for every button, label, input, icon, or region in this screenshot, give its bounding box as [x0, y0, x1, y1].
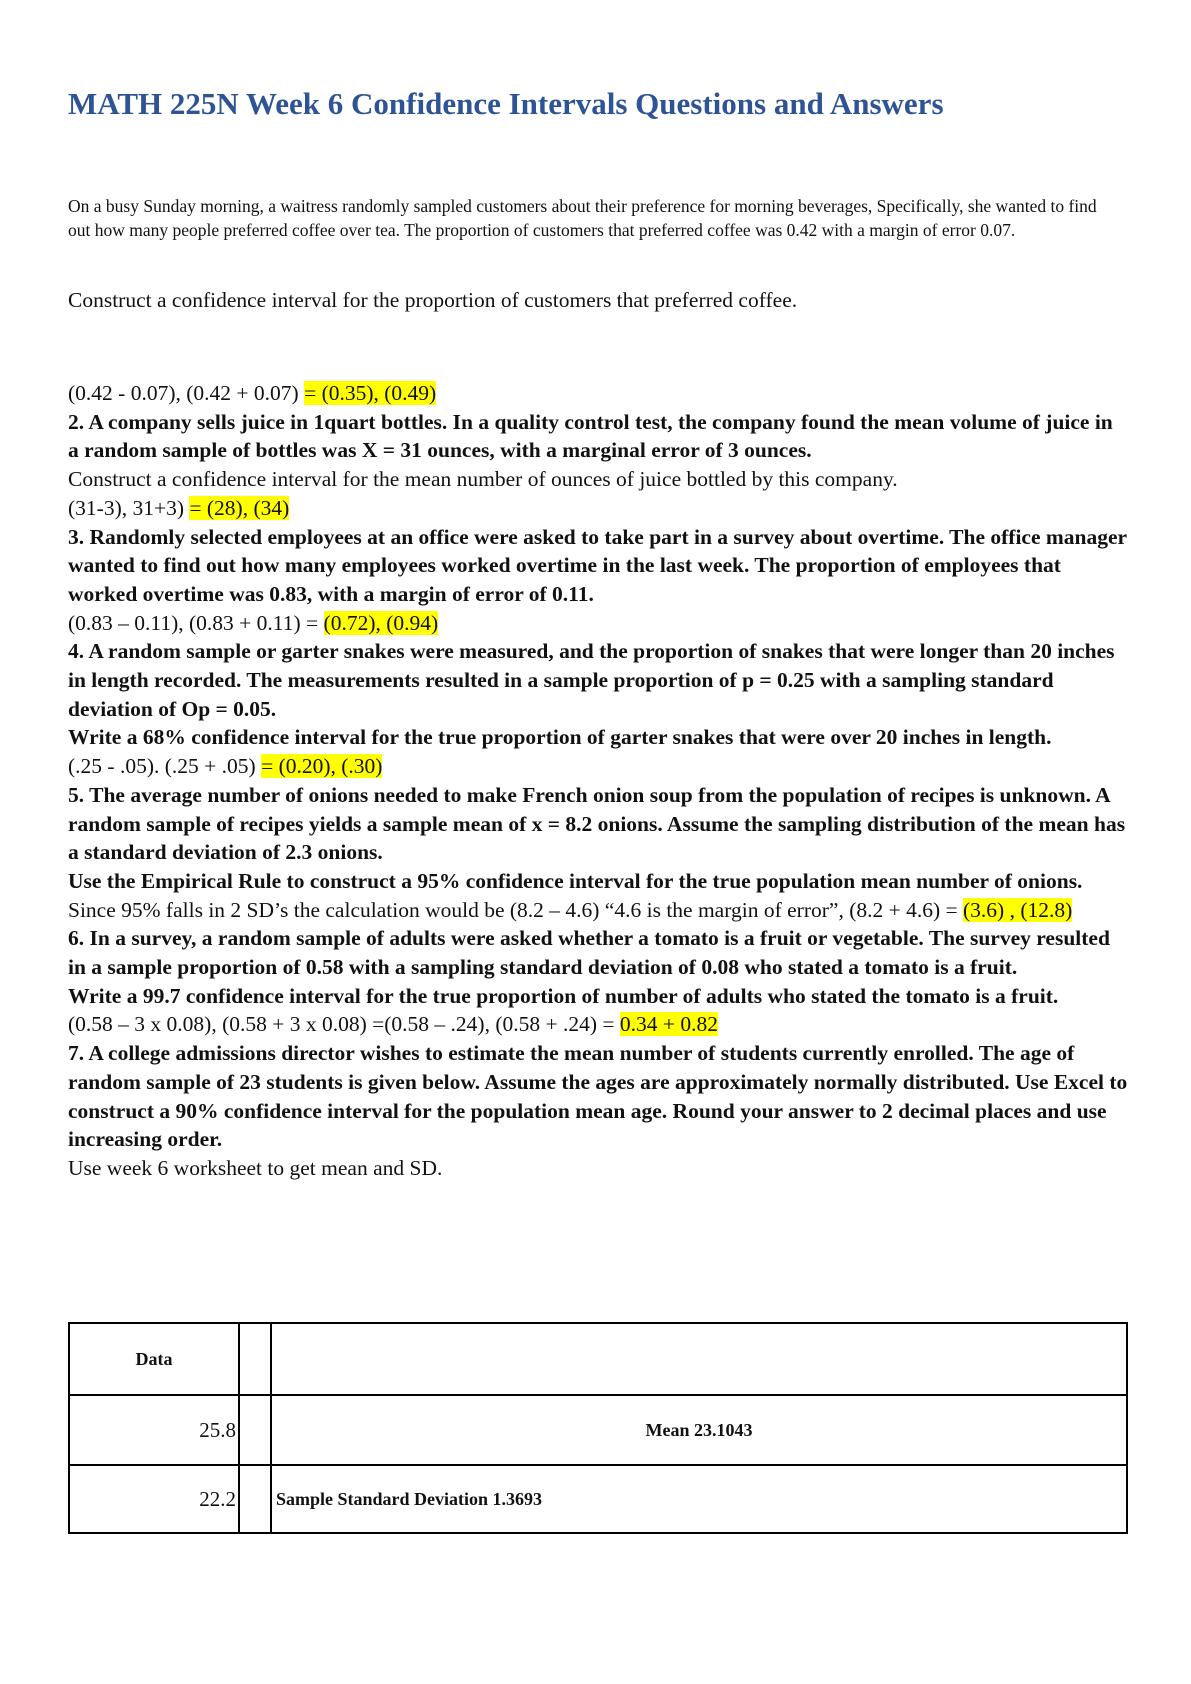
table-empty-cell	[271, 1323, 1128, 1396]
table-cell-value: 22.2	[69, 1465, 240, 1534]
intro-paragraph: On a busy Sunday morning, a waitress ran…	[68, 196, 1097, 240]
answer-3: (0.83 – 0.11), (0.83 + 0.11) = (0.72), (…	[68, 610, 439, 635]
table-header-data: Data	[69, 1323, 240, 1396]
question-2: 2. A company sells juice in 1quart bottl…	[68, 409, 1113, 463]
answer-1-highlight: = (0.35), (0.49)	[304, 381, 437, 405]
page-title: MATH 225N Week 6 Confidence Intervals Qu…	[68, 86, 944, 121]
answer-7-note: Use week 6 worksheet to get mean and SD.	[68, 1155, 443, 1180]
question-3: 3. Randomly selected employees at an off…	[68, 524, 1127, 606]
question-2-task: Construct a confidence interval for the …	[68, 467, 898, 492]
answer-2-highlight: = (28), (34)	[189, 495, 290, 520]
answer-6: (0.58 – 3 x 0.08), (0.58 + 3 x 0.08) =(0…	[68, 1012, 719, 1037]
data-table-wrap: Data 25.8 Mean 23.1043 22.2 Sample Stand…	[68, 1322, 1128, 1534]
table-cell-value: 25.8	[69, 1395, 240, 1466]
answer-5-highlight: (3.6) , (12.8)	[963, 897, 1073, 922]
answer-1: (0.42 - 0.07), (0.42 + 0.07) = (0.35), (…	[68, 381, 437, 405]
question-6-task: Write a 99.7 confidence interval for the…	[68, 983, 1059, 1008]
table-header-row: Data	[69, 1323, 1128, 1396]
question-5: 5. The average number of onions needed t…	[68, 782, 1126, 865]
question-5-task: Use the Empirical Rule to construct a 95…	[68, 868, 1083, 893]
answer-6-highlight: 0.34 + 0.82	[619, 1012, 719, 1037]
questions-answers: (0.42 - 0.07), (0.42 + 0.07) = (0.35), (…	[68, 379, 1128, 1183]
question-6: 6. In a survey, a random sample of adult…	[68, 926, 1110, 980]
table-row: 25.8 Mean 23.1043	[69, 1395, 1128, 1466]
answer-2: (31-3), 31+3) = (28), (34)	[68, 495, 290, 520]
table-cell-sd: Sample Standard Deviation 1.3693	[271, 1465, 1128, 1534]
data-table: Data 25.8 Mean 23.1043 22.2 Sample Stand…	[68, 1322, 1128, 1534]
question-7: 7. A college admissions director wishes …	[68, 1041, 1128, 1152]
table-empty-cell	[239, 1323, 272, 1396]
answer-4-highlight: = (0.20), (.30)	[261, 754, 383, 779]
table-empty-cell	[239, 1465, 272, 1534]
question-1-task: Construct a confidence interval for the …	[68, 288, 798, 312]
answer-4: (.25 - .05). (.25 + .05) = (0.20), (.30)	[68, 754, 383, 779]
table-empty-cell	[239, 1395, 272, 1466]
question-4-task: Write a 68% confidence interval for the …	[68, 725, 1052, 750]
table-cell-mean: Mean 23.1043	[271, 1395, 1128, 1466]
question-4: 4. A random sample or garter snakes were…	[68, 639, 1115, 721]
table-row: 22.2 Sample Standard Deviation 1.3693	[69, 1465, 1128, 1534]
answer-3-highlight: (0.72), (0.94)	[323, 610, 439, 635]
answer-5: Since 95% falls in 2 SD’s the calculatio…	[68, 897, 1073, 922]
